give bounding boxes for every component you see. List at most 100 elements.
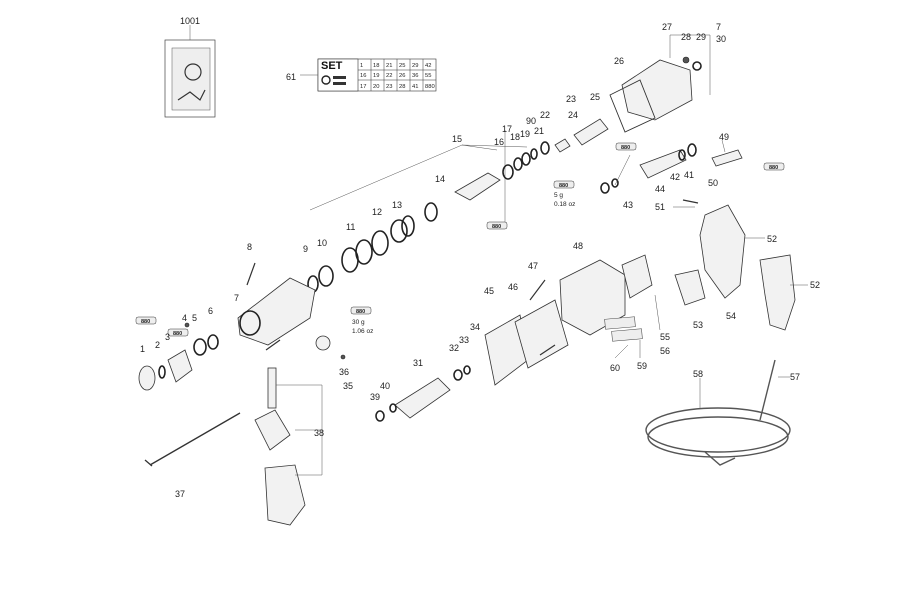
power-cord-icon (645, 359, 791, 466)
set-title: SET (321, 60, 343, 72)
pin-icon (333, 76, 346, 79)
set-cell: 55 (425, 73, 431, 79)
label-46: 46 (508, 282, 518, 292)
set-cell: 28 (399, 84, 405, 90)
label-39: 39 (370, 392, 380, 402)
grease-badge-label: 880 (173, 331, 182, 337)
set-cell: 1 (360, 63, 363, 69)
field-stator (514, 299, 569, 369)
grease-badge-label: 880 (356, 309, 365, 315)
label-4: 4 (182, 313, 187, 323)
label-17: 17 (502, 124, 512, 134)
label-37: 37 (175, 489, 185, 499)
label-31: 31 (413, 358, 423, 368)
grease-tube-icon (167, 328, 189, 337)
set-cell: 20 (373, 84, 379, 90)
depth-stop (149, 412, 241, 466)
brush-plate (621, 254, 653, 299)
label-38: 38 (314, 428, 324, 438)
label-2: 2 (155, 340, 160, 350)
spindle-assembly (307, 118, 609, 293)
grease-badge-group: 880 5 g 0.18 oz 880 880 880 880 30 g 1.0… (135, 142, 785, 337)
grease-tube-icon (615, 142, 637, 151)
side-handle-clamp (254, 409, 291, 451)
label-23: 23 (566, 94, 576, 104)
label-40: 40 (380, 381, 390, 391)
grease-badge-label: 880 (141, 319, 150, 325)
label-3: 3 (165, 332, 170, 342)
chuck-sleeve (167, 349, 193, 383)
spindle-part (454, 172, 501, 201)
label-28: 28 (681, 32, 691, 42)
label-52: 52 (810, 280, 820, 290)
set-cell: 41 (412, 84, 418, 90)
motor-housing (559, 259, 626, 336)
label-58: 58 (693, 369, 703, 379)
label-13: 13 (392, 200, 402, 210)
label-41: 41 (684, 170, 694, 180)
label-33: 33 (459, 335, 469, 345)
label-44: 44 (655, 184, 665, 194)
label-35: 35 (343, 381, 353, 391)
switch-part (711, 149, 743, 167)
label-29: 29 (696, 32, 706, 42)
set-cell: 42 (425, 63, 431, 69)
handle-half-left (699, 204, 746, 299)
chuck-cap (138, 365, 156, 391)
set-cell: 17 (360, 84, 366, 90)
grease-note: 5 g (554, 192, 563, 199)
label-10: 10 (317, 238, 327, 248)
intermediate-shaft (639, 149, 687, 179)
set-cell: 26 (399, 73, 405, 79)
set-cell: 29 (412, 63, 418, 69)
label-30: 30 (716, 34, 726, 44)
set-cell: 21 (386, 63, 392, 69)
label-45: 45 (484, 286, 494, 296)
label-90: 90 (526, 116, 536, 126)
label-18: 18 (510, 132, 520, 142)
label-21: 21 (534, 126, 544, 136)
side-handle-bolt (267, 367, 277, 409)
label-54: 54 (726, 311, 736, 321)
label-34: 34 (470, 322, 480, 332)
grease-note: 1.06 oz (352, 328, 373, 335)
grease-tube-icon (350, 306, 372, 315)
label-52: 52 (767, 234, 777, 244)
label-53: 53 (693, 320, 703, 330)
label-50: 50 (708, 178, 718, 188)
label-12: 12 (372, 207, 382, 217)
armature (394, 377, 451, 419)
grease-note: 30 g (352, 319, 365, 326)
label-61: 61 (286, 72, 296, 82)
label-19: 19 (520, 129, 530, 139)
bearing-sleeve (573, 118, 609, 146)
capacitor-part (674, 269, 706, 306)
label-5: 5 (192, 313, 197, 323)
label-9: 9 (303, 244, 308, 254)
ring-icon (321, 75, 331, 85)
label-47: 47 (528, 261, 538, 271)
label-57: 57 (790, 372, 800, 382)
set-cell: 18 (373, 63, 379, 69)
set-cell: 36 (412, 73, 418, 79)
label-15: 15 (452, 134, 462, 144)
label-42: 42 (670, 172, 680, 182)
brush-holder (315, 335, 331, 351)
grease-badge-label: 880 (769, 165, 778, 171)
label-1001: 1001 (180, 16, 200, 26)
handle-half-right (759, 254, 796, 331)
label-36: 36 (339, 367, 349, 377)
front-housing (237, 277, 316, 346)
label-8: 8 (247, 242, 252, 252)
set-cell: 23 (386, 84, 392, 90)
grease-tube-icon (763, 162, 785, 171)
label-6: 6 (208, 306, 213, 316)
set-cell: 25 (399, 63, 405, 69)
label-11: 11 (346, 222, 355, 232)
label-26: 26 (614, 56, 624, 66)
label-27: 27 (662, 22, 672, 32)
label-22: 22 (540, 110, 550, 120)
set-cell: 16 (360, 73, 366, 79)
